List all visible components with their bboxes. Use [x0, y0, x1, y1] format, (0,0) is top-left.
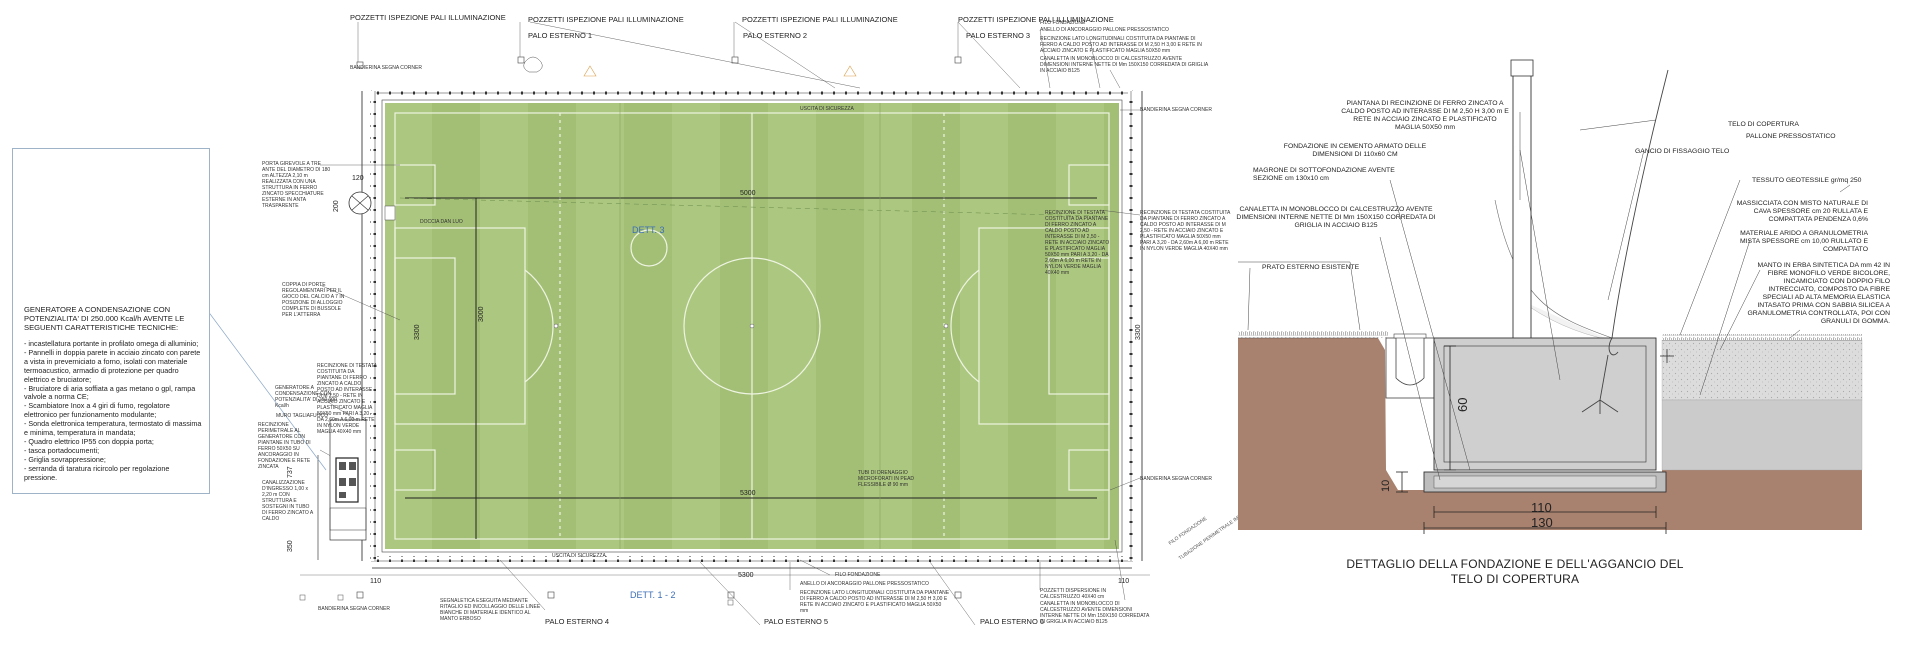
dett3-label: DETT. 3 — [632, 225, 665, 235]
palo-label-3: PALO ESTERNO 3 — [966, 31, 1031, 40]
dim-110-left: 110 — [370, 578, 382, 585]
generator-title: GENERATORE A CONDENSAZIONE CON POTENZIAL… — [24, 305, 185, 333]
palo-label-2: PALO ESTERNO 2 — [743, 31, 808, 40]
canalizzazione-label: CANALIZZAZIONE D'INGRESSO 1,00 x 2,20 m … — [262, 480, 313, 522]
piantana-label: PIANTANA DI RECINZIONE DI FERRO ZINCATO … — [1341, 100, 1509, 131]
dim-5000: 5000 — [740, 190, 756, 197]
canaletta-note-bottom: CANALETTA IN MONOBLOCCO DI CALCESTRUZZO … — [1040, 601, 1150, 625]
dim-737: 737 — [287, 466, 294, 478]
dim-3300-left: 3300 — [414, 324, 421, 340]
pozzetti-label-2: POZZETTI ISPEZIONE PALI ILLUMINAZIONE — [528, 15, 684, 24]
generator-info-box — [12, 148, 210, 494]
magrone-label: MAGRONE DI SOTTOFONDAZIONE AVENTE SEZION… — [1253, 167, 1395, 182]
field-plan: FILO FONDAZIONE TUBAZIONE PERIMETRALE IM… — [299, 21, 1256, 626]
spec-item: - Quadro elettrico IP55 con doppia porta… — [24, 436, 154, 446]
dim-5300-inner: 5300 — [740, 490, 756, 497]
coppia-note: COPPIA DI PORTE REGOLAMENTARI PER IL GIO… — [282, 282, 345, 318]
filo-fondazione-label-top: FILO FONDAZIONE — [1040, 20, 1086, 26]
uscita-label-top: USCITA DI SICUREZZA — [800, 106, 854, 112]
dim-3300-right: 3300 — [1135, 324, 1142, 340]
foundation-section — [1238, 59, 1863, 534]
recinzione-testata-inner: RECINZIONE DI TESTATA COSTITUITA DA PIAN… — [1045, 210, 1110, 276]
palo-label-1: PALO ESTERNO 1 — [528, 31, 593, 40]
spec-item: - incastellatura portante in profilato o… — [24, 339, 199, 348]
spec-item: - tasca portadocumenti; — [24, 445, 100, 455]
recinzione-perimetrale-label: RECINZIONE PERIMETRALE AL GENERATORE CON… — [258, 422, 311, 470]
spec-item: - serranda di taratura ricircolo per reg… — [24, 463, 170, 482]
anello-label-bottom: ANELLO DI ANCORAGGIO PALLONE PRESSOSTATI… — [800, 581, 929, 587]
generatore-small-label: GENERATORE A CONDENSAZIONE CON POTENZIAL… — [275, 385, 337, 409]
palo-label-4: PALO ESTERNO 4 — [545, 617, 610, 626]
massicciata-label: MASSICCIATA CON MISTO NATURALE DI CAVA S… — [1736, 200, 1868, 223]
bandierina-label-3: BANDIERINA SEGNA CORNER — [1140, 476, 1212, 482]
spec-item: - Bruciatore di aria soffiata a gas meta… — [24, 383, 196, 402]
dim-350: 350 — [287, 540, 294, 552]
bandierina-label-1: BANDIERINA SEGNA CORNER — [350, 65, 422, 71]
spec-item: - Griglia sovrappressione; — [24, 454, 106, 464]
dim-120: 120 — [352, 175, 364, 182]
telo-label: TELO DI COPERTURA — [1728, 121, 1799, 128]
manto-label: MANTO IN ERBA SINTETICA DA mm 42 IN FIBR… — [1747, 262, 1890, 325]
spec-item: - Scambiatore Inox a 4 giri di fumo, reg… — [24, 401, 170, 420]
fondazione-label: FONDAZIONE IN CEMENTO ARMATO DELLE DIMEN… — [1283, 143, 1427, 158]
recinzione-note-bottom: RECINZIONE LATO LONGITUDINALI COSTITUITA… — [800, 590, 950, 614]
dim-5300-outer: 5300 — [738, 572, 754, 579]
drain-channel — [1385, 333, 1435, 399]
dim-3000: 3000 — [478, 306, 485, 322]
tessuto-label: TESSUTO GEOTESSILE gr/mq 250 — [1752, 177, 1862, 184]
dim-60: 60 — [1455, 397, 1470, 412]
dim-130: 130 — [1531, 515, 1553, 530]
doccia-label: DOCCIA DAN LUO — [420, 219, 463, 225]
muro-label: MURO TAGLIAFUOCO — [276, 413, 329, 419]
gravel-layer — [1661, 339, 1863, 401]
filo-fondazione-label-bottom: FILO FONDAZIONE — [835, 572, 881, 578]
pozzetti-label-3: POZZETTI ISPEZIONE PALI ILLUMINAZIONE — [742, 15, 898, 24]
porta-note: PORTA GIREVOLE A TRE ANTE DEL DIAMETRO D… — [262, 161, 331, 209]
recinzione-testata-left: RECINZIONE DI TESTATA COSTITUITA DA PIAN… — [317, 363, 377, 435]
detail-title-line1: DETTAGLIO DELLA FONDAZIONE E DELL'AGGANC… — [1346, 557, 1684, 571]
canaletta-label: CANALETTA IN MONOBLOCCO DI CALCESTRUZZO … — [1236, 206, 1436, 229]
dett12-label: DETT. 1 - 2 — [630, 590, 676, 600]
fixing-hook — [1581, 337, 1619, 414]
pozzetti-label-4: POZZETTI ISPEZIONE PALI ILLUMINAZIONE — [958, 15, 1114, 24]
palo-label-6: PALO ESTERNO 6 — [980, 617, 1045, 626]
spec-item: - Sonda elettronica temperatura, termost… — [24, 419, 202, 438]
materiale-label: MATERIALE ARIDO A GRANULOMETRIA MISTA SP… — [1739, 230, 1868, 253]
gancio-label: GANCIO DI FISSAGGIO TELO — [1635, 148, 1730, 155]
concrete-foundation — [1433, 337, 1657, 471]
uscita-label-bottom: USCITA DI SICUREZZA — [552, 553, 606, 559]
recinzione-note-top: RECINZIONE LATO LONGITUDINALI COSTITUITA… — [1040, 36, 1202, 54]
detail-title-line2: TELO DI COPERTURA — [1450, 572, 1580, 586]
bandierina-label-4: BANDIERINA SEGNA CORNER — [318, 606, 390, 612]
dim-10: 10 — [1380, 479, 1392, 492]
bandierina-label-2: BANDIERINA SEGNA CORNER — [1140, 107, 1212, 113]
prato-label: PRATO ESTERNO ESISTENTE — [1262, 264, 1360, 271]
palo-label-5: PALO ESTERNO 5 — [764, 617, 829, 626]
dim-110-right: 110 — [1118, 578, 1130, 585]
spec-item: - Pannelli in doppia parete in acciaio z… — [24, 347, 201, 384]
canaletta-note-top: CANALETTA IN MONOBLOCCO DI CALCESTRUZZO … — [1040, 56, 1208, 74]
generator-spec-list: - incastellatura portante in profilato o… — [24, 339, 204, 483]
recinzione-testata-right: RECINZIONE DI TESTATA COSTITUITA DA PIAN… — [1140, 210, 1231, 252]
pozzetti-dispersione-label: POZZETTI DISPERSIONE IN CALCESTRUZZO 40X… — [1040, 588, 1107, 600]
generator-plan — [317, 419, 367, 560]
dim-110: 110 — [1531, 500, 1552, 515]
dim-200: 200 — [333, 200, 340, 212]
anello-label-top: ANELLO DI ANCORAGGIO PALLONE PRESSOSTATI… — [1040, 27, 1169, 33]
tubi-drenaggio-label: TUBI DI DRENAGGIO MICROFORATI IN PEAD FL… — [858, 470, 915, 488]
pallone-label: PALLONE PRESSOSTATICO — [1746, 133, 1836, 140]
soil-left — [1238, 338, 1398, 530]
pozzetti-label-1: POZZETTI ISPEZIONE PALI ILLUMINAZIONE — [350, 13, 506, 22]
segnaletica-label: SEGNALETICA ESEGUITA MEDIANTE RITAGLIO E… — [440, 598, 541, 622]
